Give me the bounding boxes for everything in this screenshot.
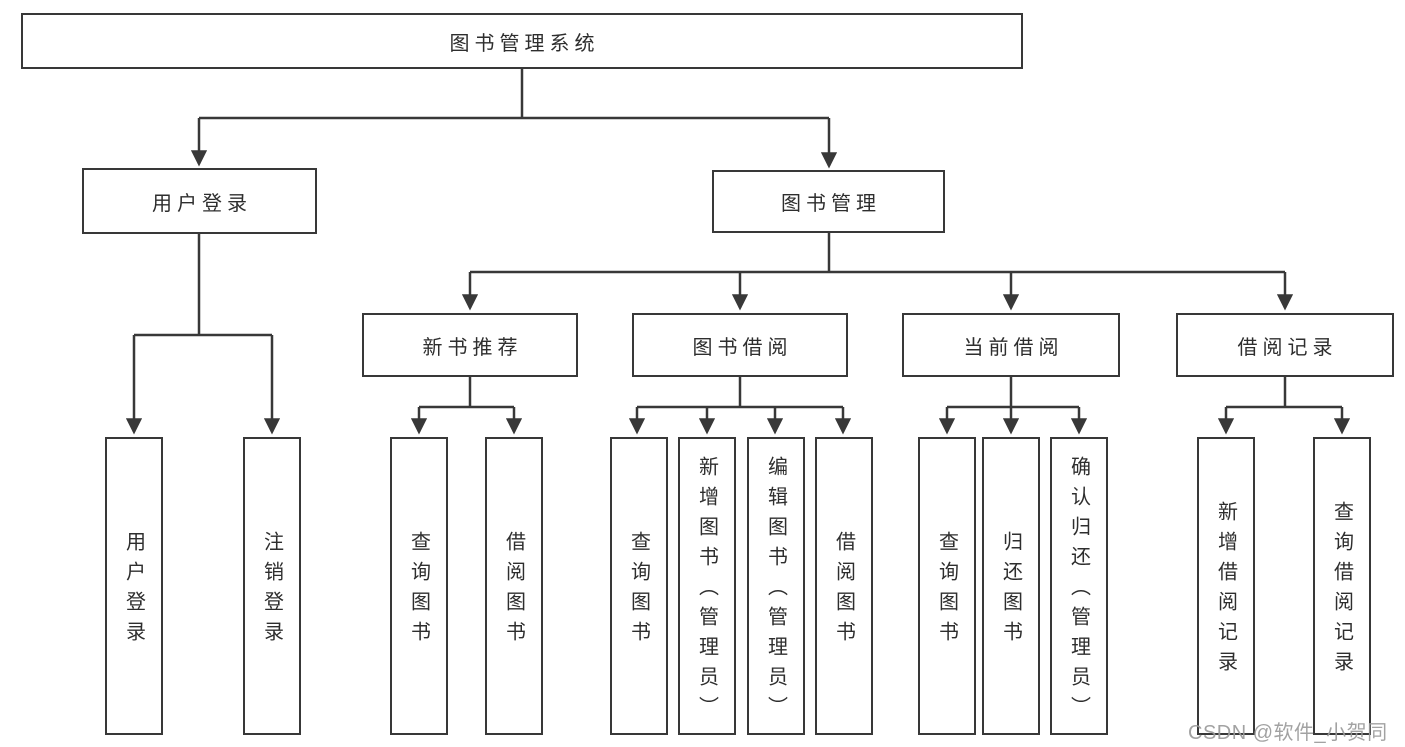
node-book-management-label: 图书管理 xyxy=(781,193,881,215)
node-user-login: 用户登录 xyxy=(82,168,317,234)
leaf-newbook-borrow: 借阅图书 xyxy=(485,437,543,735)
node-new-book-recommend-label: 新书推荐 xyxy=(422,336,523,359)
node-root-label: 图书管理系统 xyxy=(449,32,600,55)
leaf-borrow-book-label: 借阅图书 xyxy=(832,531,855,651)
node-root: 图书管理系统 xyxy=(21,13,1023,69)
node-new-book-recommend: 新书推荐 xyxy=(362,313,578,377)
csdn-watermark: CSDN @软件_小贺同学 xyxy=(1188,722,1388,744)
node-borrow-record: 借阅记录 xyxy=(1176,313,1394,377)
leaf-record-query-label: 查询借阅记录 xyxy=(1330,501,1353,681)
leaf-record-add: 新增借阅记录 xyxy=(1197,437,1255,735)
connector-arrows xyxy=(125,118,1351,435)
leaf-record-add-label: 新增借阅记录 xyxy=(1214,501,1237,681)
node-book-borrow-label: 图书借阅 xyxy=(692,336,793,359)
leaf-borrow-query: 查询图书 xyxy=(610,437,668,735)
leaf-current-query-label: 查询图书 xyxy=(935,531,958,651)
leaf-borrow-edit-admin-label: 编辑图书（管理员） xyxy=(764,456,787,726)
leaf-newbook-query-label: 查询图书 xyxy=(407,531,430,651)
node-book-borrow: 图书借阅 xyxy=(632,313,848,377)
node-current-borrow-label: 当前借阅 xyxy=(963,336,1064,359)
leaf-confirm-return-admin: 确认归还（管理员） xyxy=(1050,437,1108,735)
leaf-newbook-borrow-label: 借阅图书 xyxy=(502,531,525,651)
leaf-logout: 注销登录 xyxy=(243,437,301,735)
leaf-borrow-add-admin: 新增图书（管理员） xyxy=(678,437,736,735)
leaf-borrow-query-label: 查询图书 xyxy=(627,531,650,651)
leaf-borrow-add-admin-label: 新增图书（管理员） xyxy=(695,456,718,726)
leaf-record-query: 查询借阅记录 xyxy=(1313,437,1371,735)
leaf-newbook-query: 查询图书 xyxy=(390,437,448,735)
leaf-logout-label: 注销登录 xyxy=(260,531,283,651)
node-user-login-label: 用户登录 xyxy=(152,192,252,215)
leaf-borrow-book: 借阅图书 xyxy=(815,437,873,735)
leaf-user-login-label: 用户登录 xyxy=(122,531,145,651)
leaf-user-login: 用户登录 xyxy=(105,437,163,735)
node-borrow-record-label: 借阅记录 xyxy=(1237,336,1338,359)
leaf-return-book-label: 归还图书 xyxy=(999,531,1022,651)
leaf-return-book: 归还图书 xyxy=(982,437,1040,735)
leaf-confirm-return-admin-label: 确认归还（管理员） xyxy=(1067,456,1090,726)
connector-rails xyxy=(134,69,1342,409)
leaf-borrow-edit-admin: 编辑图书（管理员） xyxy=(747,437,805,735)
node-book-management: 图书管理 xyxy=(712,170,945,233)
node-current-borrow: 当前借阅 xyxy=(902,313,1120,377)
leaf-current-query: 查询图书 xyxy=(918,437,976,735)
